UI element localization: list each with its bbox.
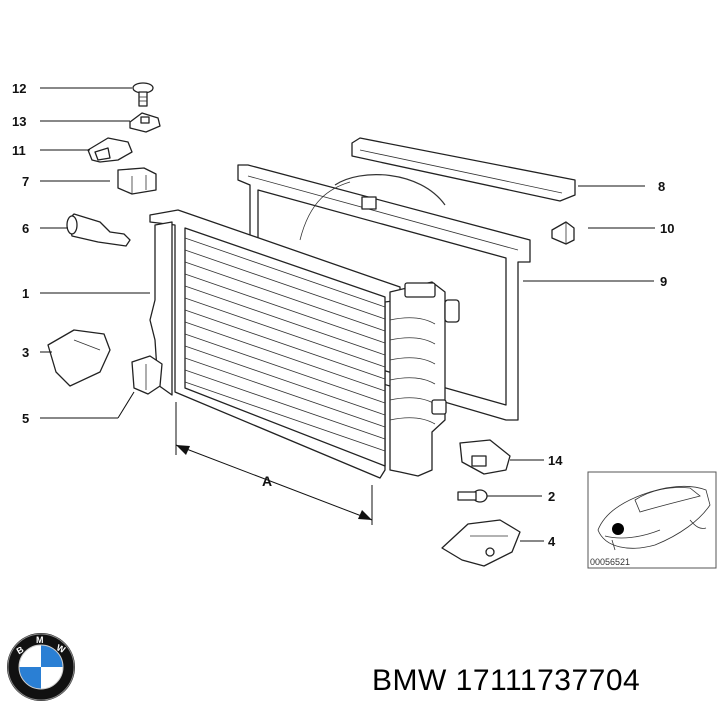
leader-lines	[40, 87, 655, 542]
temperature-switch-part-6	[66, 213, 131, 247]
bolt-part-2	[457, 489, 488, 503]
rubber-buffer-part-5	[131, 355, 163, 395]
callout-8: 8	[658, 179, 665, 194]
callout-6: 6	[22, 221, 29, 236]
rubber-mount-part-7	[117, 167, 157, 195]
inset-reference-number: 00056521	[590, 557, 630, 567]
callout-12: 12	[12, 81, 26, 96]
callout-9: 9	[660, 274, 667, 289]
callout-numbers: 12 13 11 7 6 1 3 5 8 10 9 14 2 4	[12, 81, 674, 549]
radiator-right-tank	[389, 281, 460, 477]
svg-text:B: B	[15, 644, 26, 656]
bracket-part-4	[441, 519, 521, 567]
bracket-part-3	[47, 329, 111, 387]
svg-text:M: M	[36, 635, 44, 645]
holder-part-11	[87, 137, 133, 163]
seal-strip	[351, 137, 576, 202]
car-outline	[597, 486, 711, 551]
callout-14: 14	[548, 453, 563, 468]
callout-5: 5	[22, 411, 29, 426]
callout-3: 3	[22, 345, 29, 360]
clip-part-10	[551, 221, 575, 245]
screw-part-12	[132, 82, 154, 107]
bracket-part-14	[459, 439, 511, 475]
part-number-caption: BMW 17111737704	[372, 664, 641, 697]
radiator-fins	[184, 237, 386, 452]
callout-13: 13	[12, 114, 26, 129]
dimension-a: A	[175, 402, 373, 525]
bmw-roundel-logo: B M W	[7, 633, 75, 701]
callout-1: 1	[22, 286, 29, 301]
callout-2: 2	[548, 489, 555, 504]
callout-10: 10	[660, 221, 674, 236]
callout-4: 4	[548, 534, 556, 549]
clip-nut-part-13	[129, 112, 161, 133]
callout-7: 7	[22, 174, 29, 189]
location-marker	[612, 523, 624, 535]
vehicle-location-inset: 00056521	[587, 471, 717, 569]
fan-shroud	[299, 174, 446, 241]
callout-11: 11	[12, 143, 26, 158]
radiator-core	[149, 209, 401, 479]
dimension-a-label: A	[262, 473, 272, 489]
